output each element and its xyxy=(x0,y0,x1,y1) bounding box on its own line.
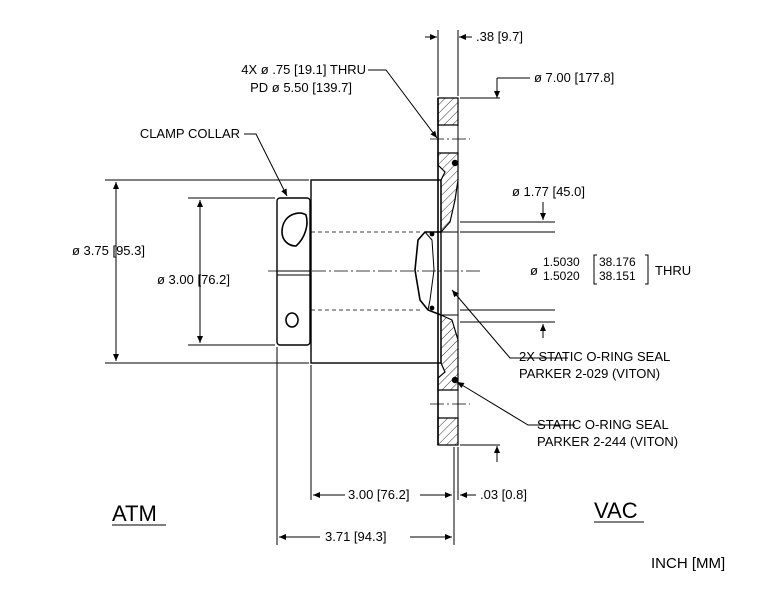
label-clamp-collar: CLAMP COLLAR xyxy=(140,126,240,141)
part-geometry xyxy=(268,97,480,446)
label-bore-suffix: THRU xyxy=(655,263,691,278)
label-bore-prefix: ø xyxy=(530,263,538,278)
collar-screw-hole xyxy=(281,212,308,247)
label-body-od: ø 3.75 [95.3] xyxy=(72,243,145,258)
label-bore-max: 1.5030 xyxy=(543,255,580,269)
oring-small-upper xyxy=(429,231,435,237)
label-flange-thickness: .38 [9.7] xyxy=(476,29,523,44)
label-counterbore: ø 1.77 [45.0] xyxy=(512,184,585,199)
label-bore-max-mm: 38.176 xyxy=(599,255,636,269)
label-collar-id: ø 3.00 [76.2] xyxy=(157,272,230,287)
flange-upper-section xyxy=(437,97,459,126)
label-holes-line2: PD ø 5.50 [139.7] xyxy=(250,80,352,95)
label-units: INCH [MM] xyxy=(651,555,725,572)
labels: 4X ø .75 [19.1] THRU PD ø 5.50 [139.7] .… xyxy=(72,29,725,572)
oring-small-lower xyxy=(429,305,435,311)
label-atm: ATM xyxy=(112,501,157,526)
label-length-total: 3.71 [94.3] xyxy=(325,529,386,544)
dimensions xyxy=(105,30,644,545)
label-flange-od: ø 7.00 [177.8] xyxy=(534,70,614,85)
label-bore-min-mm: 38.151 xyxy=(599,269,636,283)
collar-small-hole xyxy=(285,312,299,328)
label-oring1-line1: 2X STATIC O-RING SEAL xyxy=(519,349,670,364)
label-length-step: .03 [0.8] xyxy=(480,487,527,502)
label-oring2-line2: PARKER 2-244 (VITON) xyxy=(537,434,678,449)
oring-large-lower xyxy=(451,376,459,384)
label-bore-min: 1.5020 xyxy=(543,269,580,283)
oring-large-upper xyxy=(451,159,459,167)
label-oring2-line1: STATIC O-RING SEAL xyxy=(537,417,669,432)
bracket-right xyxy=(645,254,649,285)
label-vac: VAC xyxy=(594,498,638,523)
label-holes-line1: 4X ø .75 [19.1] THRU xyxy=(241,62,366,77)
label-length-body: 3.00 [76.2] xyxy=(348,487,409,502)
label-oring1-line2: PARKER 2-029 (VITON) xyxy=(519,366,660,381)
bracket-left xyxy=(593,254,597,285)
body-cylinder xyxy=(310,179,442,364)
